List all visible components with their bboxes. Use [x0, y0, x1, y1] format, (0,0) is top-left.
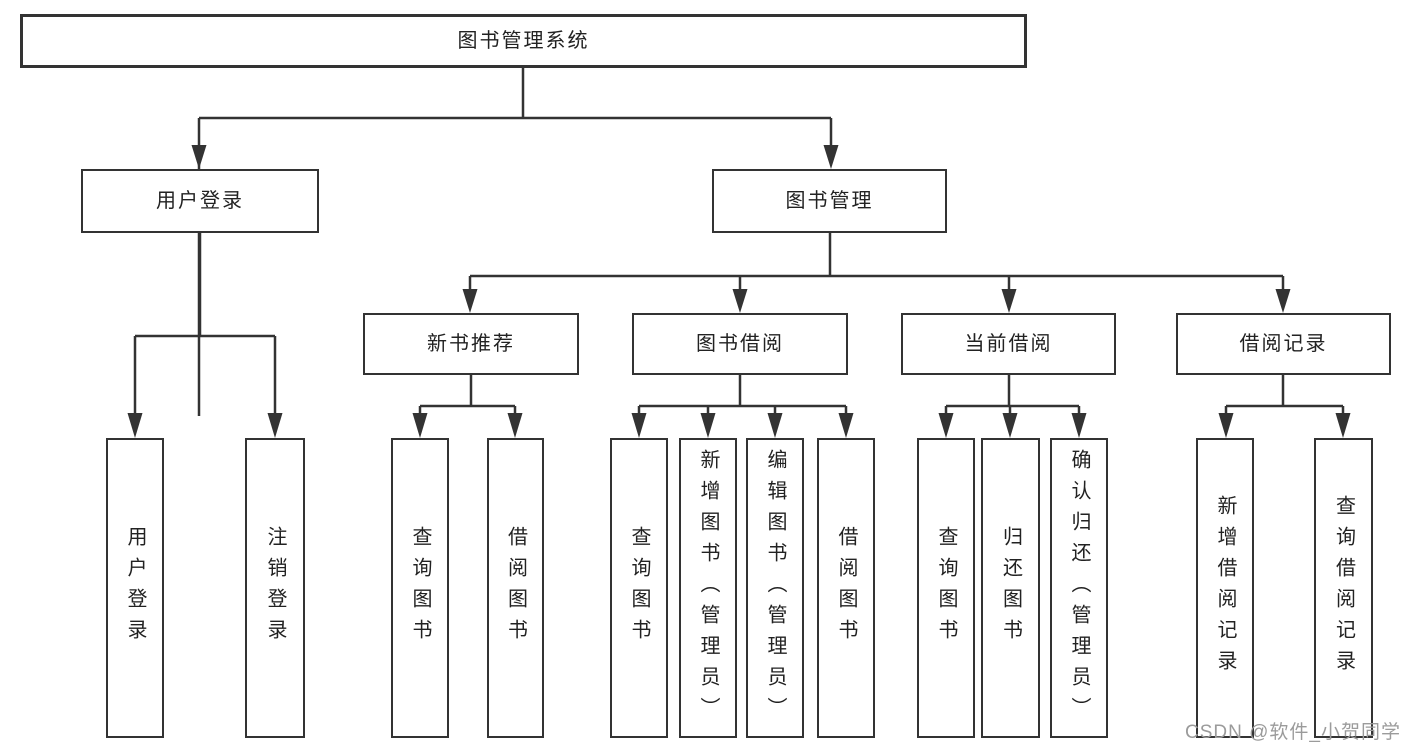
node-book-management: 图书管理 — [712, 169, 947, 233]
leaf-query-books-recommend: 查询图书 — [391, 438, 449, 738]
node-user-login: 用户登录 — [81, 169, 319, 233]
leaf-return-books: 归还图书 — [981, 438, 1040, 738]
connector-book-mgmt-branch — [468, 233, 1285, 290]
arrowhead — [267, 413, 283, 438]
arrowhead — [767, 413, 783, 438]
arrowhead — [1001, 289, 1017, 313]
arrowhead — [938, 413, 954, 438]
node-label: 新增借阅记录 — [1214, 495, 1236, 681]
connector-borrow-record-branch — [1224, 375, 1345, 416]
node-label: 新书推荐 — [427, 333, 515, 355]
arrowhead — [507, 413, 523, 438]
arrowhead — [1335, 413, 1351, 438]
node-label: 借阅记录 — [1239, 333, 1328, 355]
node-label: 用户登录 — [124, 526, 146, 650]
arrowhead — [823, 145, 839, 169]
leaf-logout: 注销登录 — [245, 438, 305, 738]
leaf-add-books-admin: 新增图书（管理员） — [679, 438, 737, 738]
leaf-add-borrow-record: 新增借阅记录 — [1196, 438, 1254, 738]
node-label: 查询借阅记录 — [1332, 495, 1355, 681]
arrowhead — [412, 413, 428, 438]
connector-book-borrow-branch — [637, 375, 848, 416]
leaf-borrow-books-recommend: 借阅图书 — [487, 438, 544, 738]
node-label: 图书管理 — [785, 190, 874, 212]
arrowhead — [191, 145, 207, 169]
arrowhead — [838, 413, 854, 438]
node-borrow-records: 借阅记录 — [1176, 313, 1391, 375]
arrowhead — [732, 289, 748, 313]
node-book-borrow: 图书借阅 — [632, 313, 848, 375]
node-label: 图书借阅 — [696, 333, 784, 355]
connector-new-book-branch — [418, 375, 517, 416]
node-label: 新增图书（管理员） — [697, 448, 719, 728]
node-label: 用户登录 — [156, 190, 244, 212]
node-label: 借阅图书 — [504, 526, 527, 650]
node-label: 借阅图书 — [835, 526, 857, 650]
leaf-borrow-books: 借阅图书 — [817, 438, 875, 738]
arrowhead — [1275, 289, 1291, 313]
node-new-book-recommend: 新书推荐 — [363, 313, 579, 375]
leaf-user-login: 用户登录 — [106, 438, 164, 738]
arrowhead — [700, 413, 716, 438]
node-label: 注销登录 — [264, 526, 286, 650]
connector-root-to-level2 — [197, 68, 833, 416]
node-label: 查询图书 — [628, 526, 650, 650]
node-label: 编辑图书（管理员） — [764, 448, 786, 728]
leaf-query-books-borrow: 查询图书 — [610, 438, 668, 738]
node-current-borrow: 当前借阅 — [901, 313, 1116, 375]
leaf-query-borrow-record: 查询借阅记录 — [1314, 438, 1373, 738]
node-label: 当前借阅 — [964, 333, 1053, 355]
node-label: 图书管理系统 — [457, 30, 590, 52]
node-label: 查询图书 — [409, 526, 431, 650]
node-label: 确认归还（管理员） — [1068, 448, 1090, 728]
arrowhead — [631, 413, 647, 438]
connector-current-borrow-branch — [944, 375, 1081, 416]
arrowhead — [127, 413, 143, 438]
node-label: 归还图书 — [999, 526, 1022, 650]
arrowhead — [462, 289, 478, 313]
node-label: 查询图书 — [935, 526, 957, 650]
arrowhead — [1071, 413, 1087, 438]
arrowhead — [1002, 413, 1018, 438]
leaf-query-books-current: 查询图书 — [917, 438, 975, 738]
leaf-edit-books-admin: 编辑图书（管理员） — [746, 438, 804, 738]
arrowhead — [1218, 413, 1234, 438]
node-library-management-system: 图书管理系统 — [20, 14, 1027, 68]
connector-user-login-branch — [133, 233, 277, 414]
watermark: CSDN @软件_小贺同学 — [1185, 722, 1401, 743]
leaf-confirm-return-admin: 确认归还（管理员） — [1050, 438, 1108, 738]
